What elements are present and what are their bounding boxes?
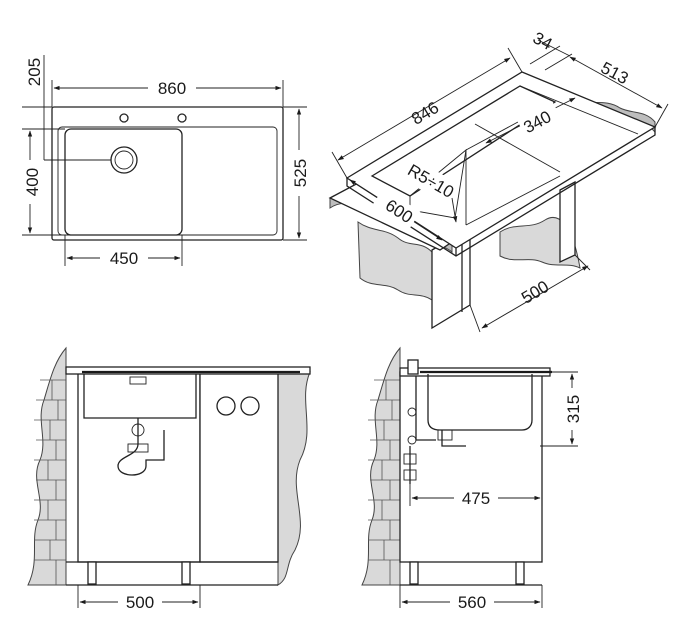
dim-513-line	[569, 56, 663, 109]
radius-leader	[451, 197, 458, 223]
front-view: 500	[27, 346, 311, 612]
pipe-hole-right	[240, 396, 260, 416]
dim-400-label: 400	[23, 168, 42, 196]
dim-560-label: 560	[458, 593, 486, 612]
front-cabinet-right	[199, 371, 279, 563]
dim-front-500-label: 500	[126, 593, 154, 612]
dim-525-label: 525	[291, 159, 310, 187]
dim-860-label: 860	[158, 79, 186, 98]
sink-inner-rim	[57, 126, 278, 236]
side-view: 315 475 560	[361, 346, 583, 612]
front-cabinet-cut	[277, 371, 311, 586]
bowl	[64, 128, 183, 236]
sink-outline	[51, 106, 284, 241]
front-bowl	[83, 374, 197, 419]
front-countertop	[65, 366, 311, 375]
dim-450-label: 450	[110, 249, 138, 268]
front-cabinet	[77, 371, 201, 563]
side-trap	[441, 430, 466, 447]
cabinet-right-wall	[559, 180, 576, 264]
side-cabinet	[399, 371, 543, 563]
dim-34-label: 34	[530, 28, 556, 54]
drain-inner	[114, 150, 134, 170]
dim-500-iso-line	[481, 265, 589, 329]
dim-315-label: 315	[564, 395, 583, 423]
dim-475-label: 475	[462, 489, 490, 508]
dim-846-line	[337, 57, 511, 161]
front-wall-brick-lines	[34, 379, 66, 585]
isometric-view: 846 34 513 340 R5÷10 600 500	[328, 28, 669, 333]
tap-hole-left	[119, 113, 129, 123]
side-wall-brick	[361, 346, 401, 586]
dim-34-line	[537, 39, 571, 57]
pipe-hole-left	[216, 396, 236, 416]
dim-500-iso-label: 500	[518, 277, 552, 308]
dim-513-label: 513	[598, 58, 632, 88]
tap-hole-right	[177, 113, 187, 123]
front-trap	[117, 418, 165, 476]
side-bowl	[427, 374, 533, 431]
dim-205-label: 205	[25, 58, 44, 86]
top-view: 860 525 205 400 450	[20, 55, 310, 268]
side-wall-brick-lines	[368, 379, 400, 585]
front-wall-brick	[27, 346, 67, 586]
